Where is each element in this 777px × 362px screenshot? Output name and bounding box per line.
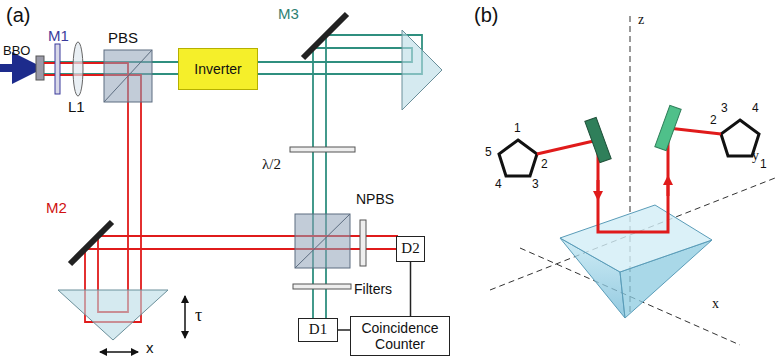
part-name: PBS: [108, 30, 138, 47]
vertex-number: 2: [541, 158, 548, 171]
filter-plate: [293, 284, 351, 289]
part-name: NPBS: [356, 192, 394, 207]
vertex-number: 2: [710, 114, 717, 127]
mirror-m2: [70, 222, 112, 264]
lens-l1: [73, 42, 83, 96]
green-beam: [258, 35, 422, 318]
pbs-diagonal: [104, 50, 152, 102]
vertex-number: 4: [752, 102, 759, 115]
green-beam: [258, 48, 412, 318]
node-text: Coincidence Counter: [355, 320, 445, 352]
vertex-number: 3: [532, 178, 539, 191]
part-name: λ/2: [262, 156, 281, 173]
prism-face: [560, 205, 712, 272]
beam-arrow: [597, 180, 600, 196]
mirror-m1: [55, 44, 60, 94]
inverter-box: Inverter: [178, 48, 258, 90]
retro-prism: [402, 30, 442, 110]
motion-label: x: [146, 340, 154, 357]
vertex-number: 1: [514, 122, 521, 135]
node-text: D1: [309, 321, 327, 338]
part-name: M3: [278, 6, 299, 23]
mirror-plate: [585, 117, 611, 162]
node-text: Inverter: [194, 61, 241, 77]
part-name: Filters: [354, 282, 392, 297]
axes: [490, 16, 775, 345]
green-beams: [44, 35, 422, 318]
red-beam: [44, 63, 398, 312]
vertex-number: 3: [721, 102, 728, 115]
axis-label: x: [712, 296, 719, 311]
panel-letter: (a): [6, 4, 30, 26]
detector-box: D1: [298, 318, 338, 342]
bbo-crystal: [36, 56, 44, 80]
dove-prism: [560, 205, 712, 318]
red-beams: [44, 63, 398, 322]
red-beam: [44, 75, 398, 322]
vertex-number: 4: [495, 178, 502, 191]
vertex-number: 1: [760, 158, 767, 171]
part-name: BBO: [3, 44, 30, 58]
npbs-diagonal: [295, 214, 350, 268]
signal-wire: [410, 262, 412, 316]
tau-arrow: [184, 296, 186, 338]
filter-plate: [360, 220, 366, 266]
part-name: L1: [68, 99, 85, 116]
part-name: M1: [48, 28, 69, 45]
panel-letter: (b): [474, 4, 498, 26]
node-text: D2: [401, 240, 419, 257]
x-arrow: [100, 351, 138, 353]
mirror-m3: [303, 14, 347, 58]
part-name: M2: [46, 200, 67, 217]
pentagon-object: [499, 140, 537, 176]
red-beam: [668, 128, 721, 134]
vertex-number: 5: [485, 146, 492, 159]
beam-arrow: [667, 180, 670, 196]
mirror-plate: [655, 105, 681, 150]
counter-box: Coincidence Counter: [350, 316, 450, 356]
retro-prism: [58, 290, 168, 340]
signal-wire: [338, 329, 350, 331]
pump-beam: [0, 64, 28, 72]
detector-box: D2: [396, 236, 425, 262]
beam-path: [537, 128, 721, 232]
axis-label: z: [638, 12, 644, 27]
pbs-cube: [104, 50, 152, 102]
red-beam: [537, 140, 598, 154]
npbs-cube: [295, 214, 350, 268]
half-wave-plate: [290, 147, 355, 152]
axis-label: y: [752, 148, 759, 163]
motion-label: τ: [195, 306, 202, 326]
